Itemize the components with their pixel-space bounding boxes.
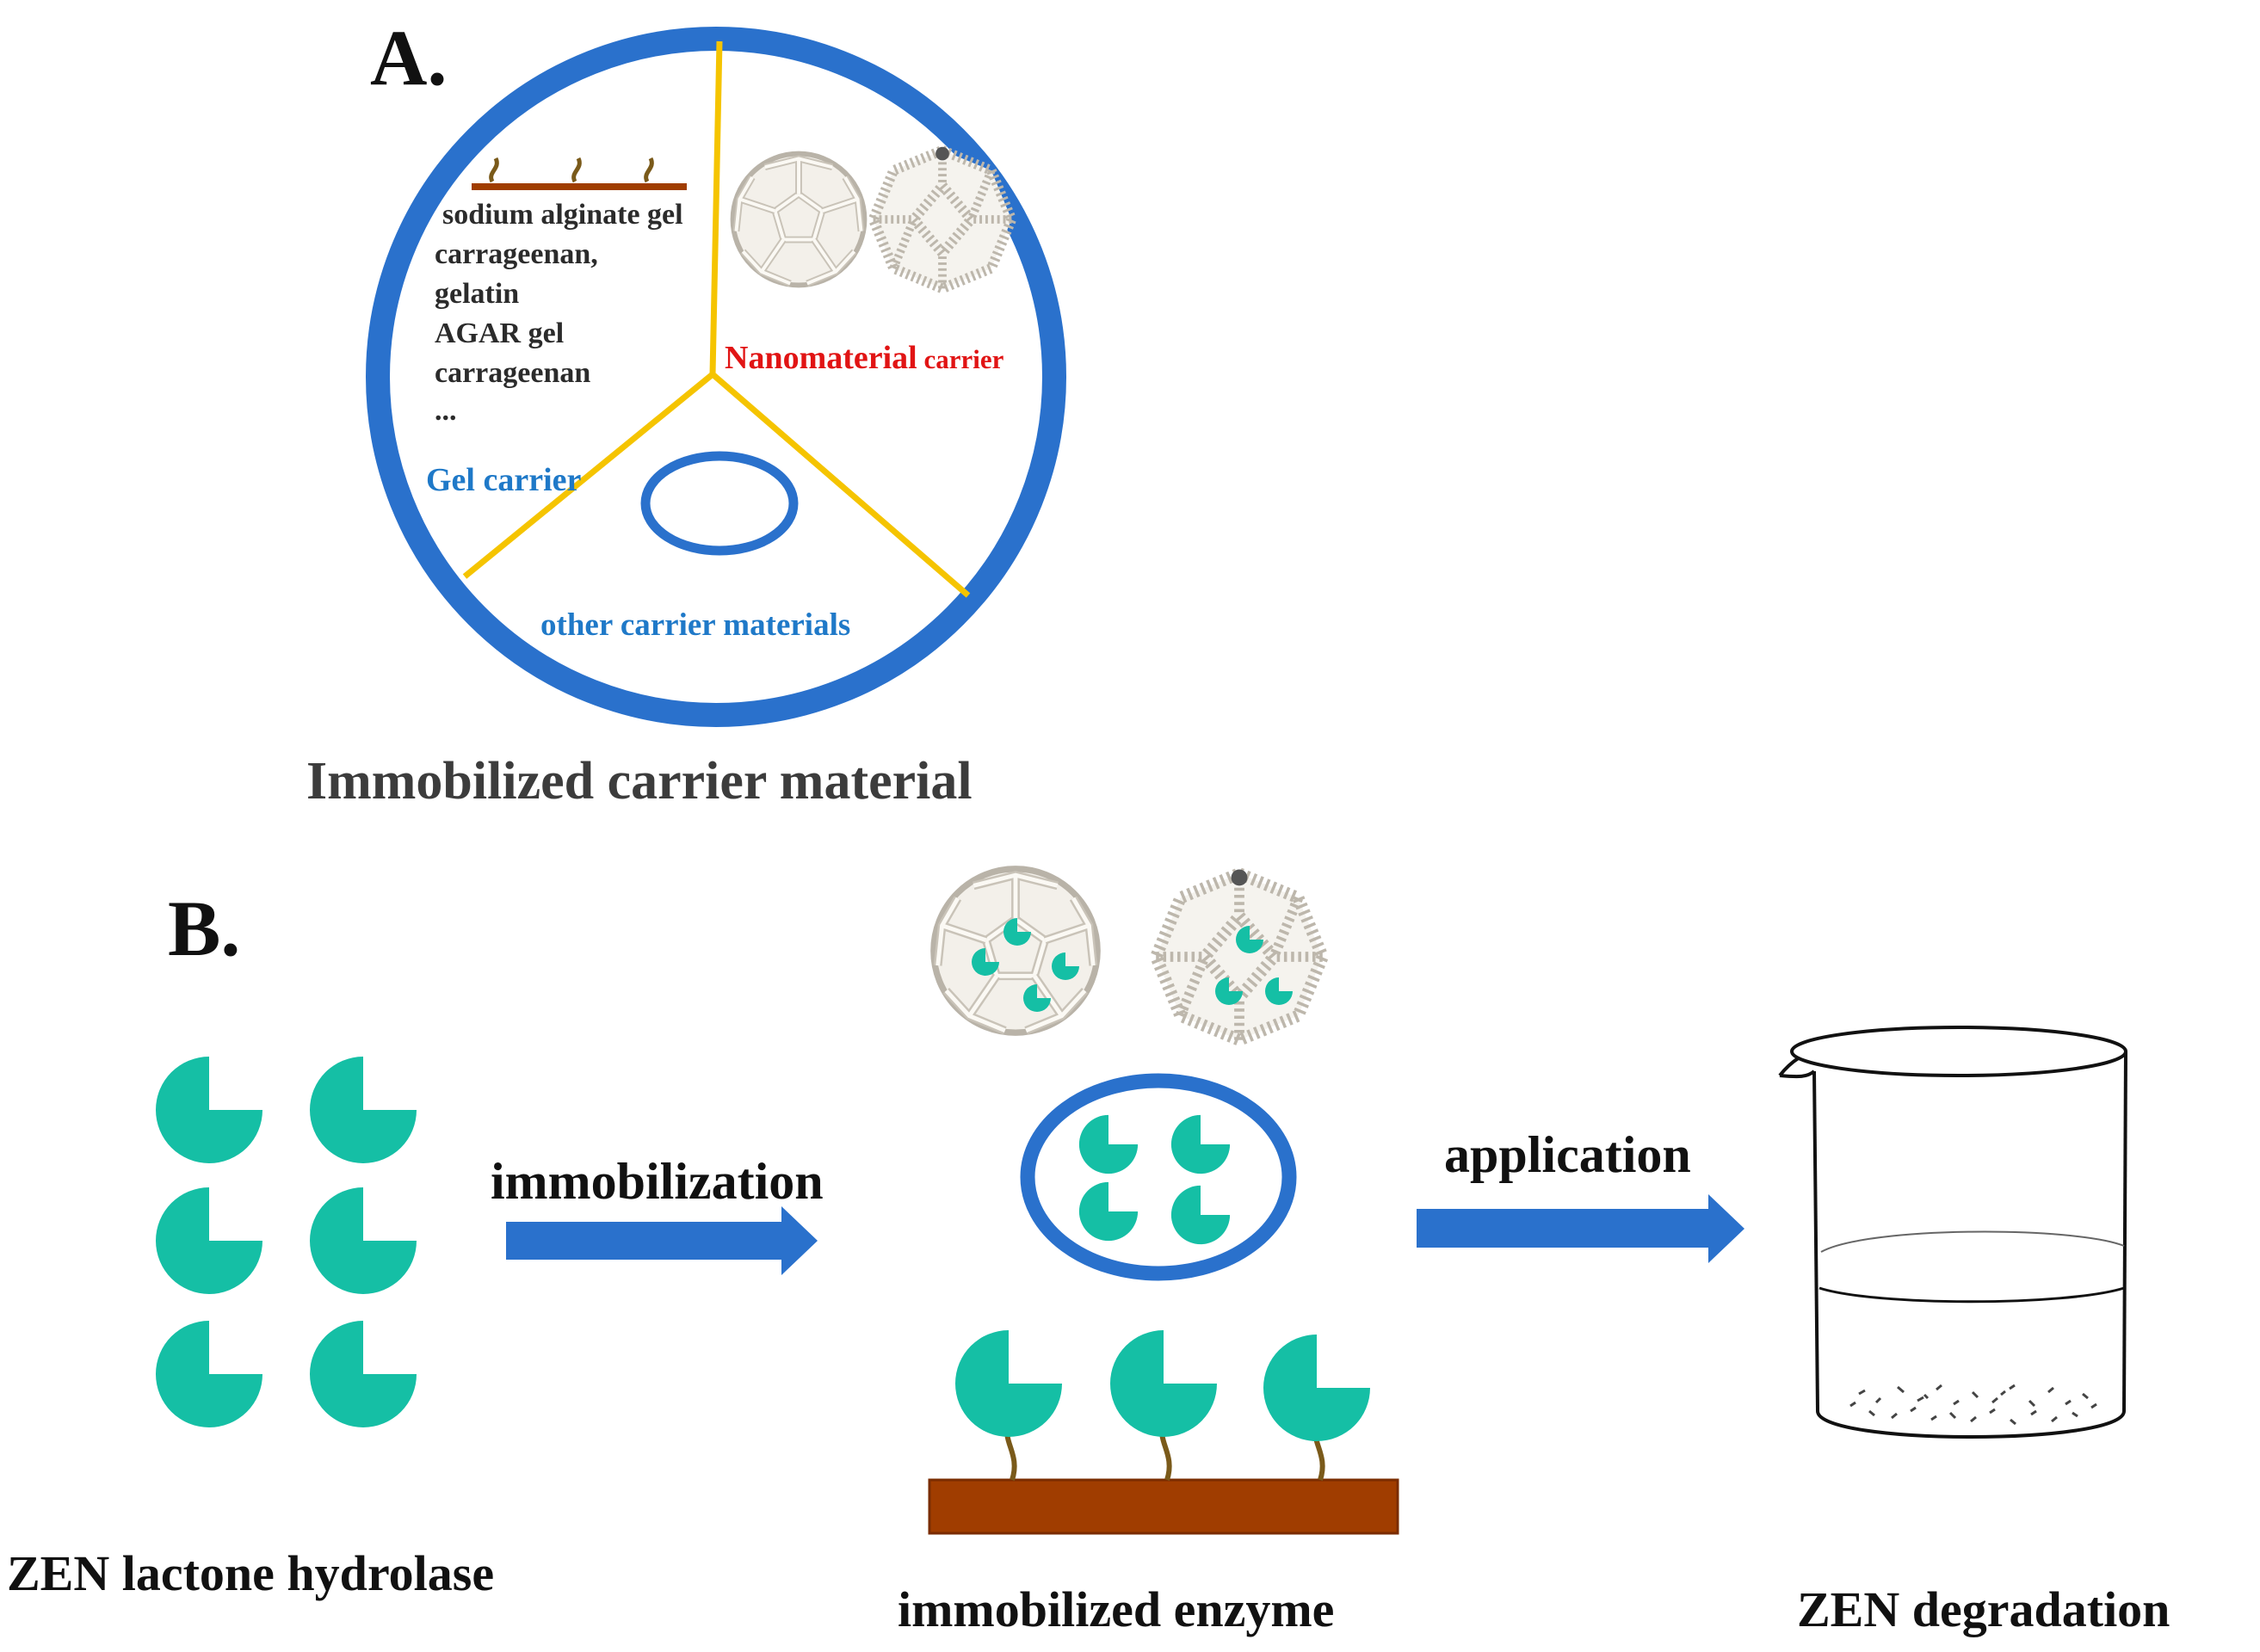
enzyme-pacman-icon bbox=[310, 1057, 417, 1163]
enzyme-caption: ZEN lactone hydrolase bbox=[7, 1545, 494, 1601]
degradation-caption: ZEN degradation bbox=[1797, 1581, 2170, 1637]
gel-material-4: AGAR gel bbox=[435, 317, 564, 349]
bound-enzymes bbox=[955, 1330, 1370, 1441]
application-label: application bbox=[1444, 1126, 1691, 1183]
gel-carrier-label: Gel carrier bbox=[426, 462, 582, 498]
other-carrier-ring-icon bbox=[640, 451, 799, 556]
immobilized-caption: immobilized enzyme bbox=[898, 1581, 1334, 1637]
enzyme-pacman-icon bbox=[1263, 1335, 1370, 1441]
enzyme-pacman-icon bbox=[156, 1057, 262, 1163]
free-enzyme-grid bbox=[156, 1057, 417, 1427]
panel-a-label: A. bbox=[370, 14, 447, 102]
enzyme-pacman-icon bbox=[310, 1321, 417, 1427]
cage-sphere-icon bbox=[934, 869, 1097, 1032]
beaker-icon bbox=[1778, 1026, 2127, 1439]
enzyme-pacman-icon bbox=[310, 1187, 417, 1294]
gel-material-6: ... bbox=[435, 395, 457, 427]
nanomaterial-suffix: carrier bbox=[917, 344, 1004, 374]
panel-a-caption: Immobilized carrier material bbox=[306, 752, 973, 811]
panel-b-label: B. bbox=[168, 885, 240, 972]
gel-bead-icon bbox=[1020, 1073, 1297, 1281]
immobilization-label: immobilization bbox=[491, 1153, 824, 1210]
gel-strand-icon bbox=[472, 157, 687, 190]
nanomaterial-main: Nanomaterial bbox=[725, 340, 917, 376]
right-arrow-icon bbox=[1417, 1194, 1744, 1263]
enzyme-pacman-icon bbox=[955, 1330, 1062, 1437]
enzyme-pacman-icon bbox=[156, 1321, 262, 1427]
gel-material-5: carrageenan bbox=[435, 357, 590, 389]
right-arrow-icon bbox=[506, 1206, 818, 1275]
gel-material-2: carrageenan, bbox=[435, 238, 598, 270]
cage-sphere-icon bbox=[733, 154, 865, 286]
other-carrier-label: other carrier materials bbox=[540, 607, 850, 643]
nanomaterial-carrier-label: Nanomaterial carrier bbox=[725, 340, 1004, 376]
gel-material-1: sodium alginate gel bbox=[442, 199, 683, 231]
degraded-particles bbox=[1849, 1384, 2097, 1426]
enzyme-pacman-icon bbox=[1110, 1330, 1217, 1437]
wheel-dividers bbox=[462, 40, 971, 598]
gel-material-3: gelatin bbox=[435, 278, 519, 310]
support-surface bbox=[928, 1478, 1399, 1535]
gel-material-list: sodium alginate gel carrageenan, gelatin… bbox=[435, 199, 683, 427]
enzyme-pacman-icon bbox=[156, 1187, 262, 1294]
cage-polyhedron-icon bbox=[1156, 870, 1323, 1040]
